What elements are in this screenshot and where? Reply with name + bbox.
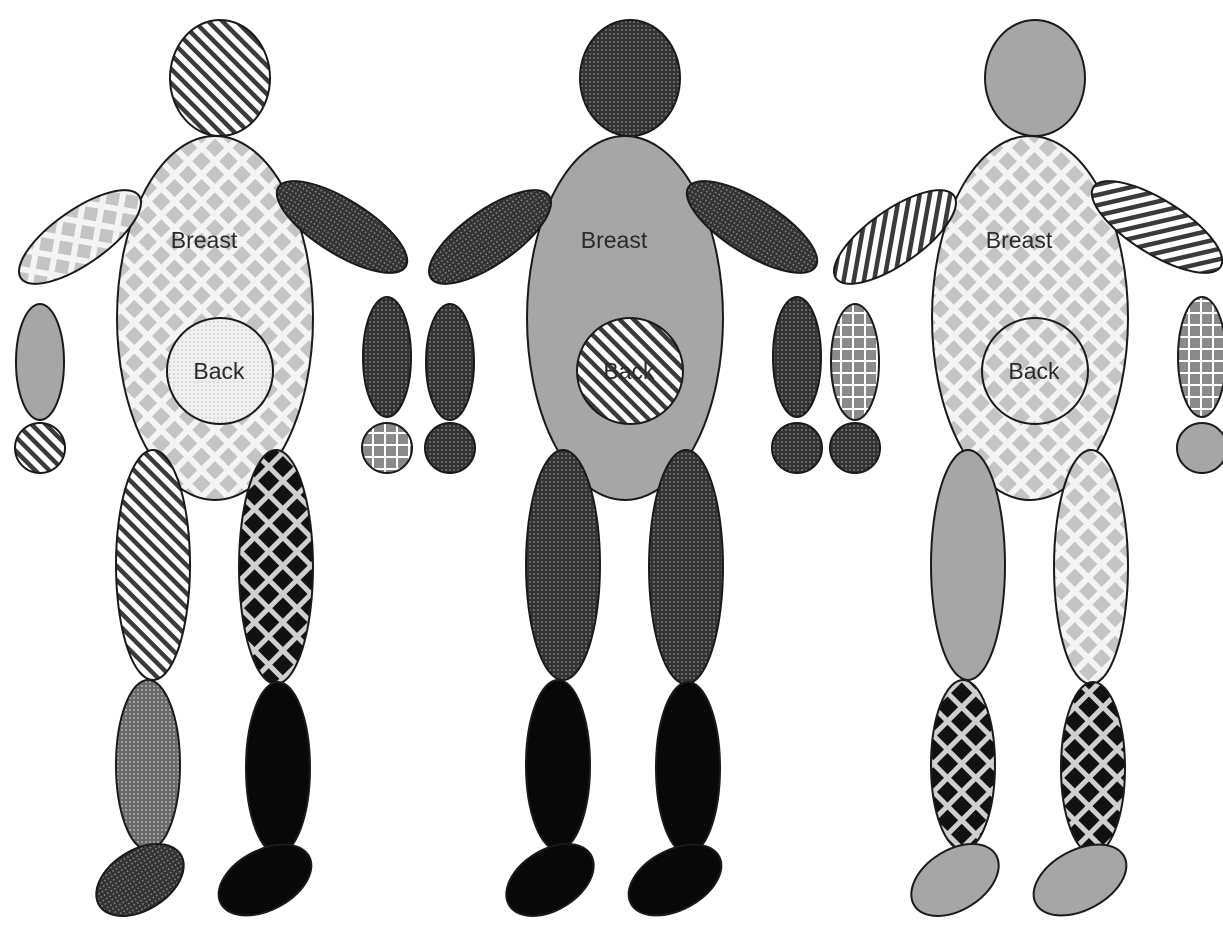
r-thigh-shape bbox=[931, 450, 1005, 680]
l-thigh-shape bbox=[649, 450, 723, 684]
l-thigh-shape bbox=[1054, 450, 1128, 684]
head-shape bbox=[170, 20, 270, 136]
l-thigh-shape bbox=[239, 450, 313, 684]
back-label: Back bbox=[193, 358, 245, 384]
l-shin-shape bbox=[656, 682, 720, 854]
back-label: Back bbox=[1008, 358, 1060, 384]
head-shape bbox=[985, 20, 1085, 136]
breast-label: Breast bbox=[581, 227, 648, 253]
r-forearm-shape bbox=[831, 304, 879, 420]
r-shin-shape bbox=[116, 680, 180, 850]
l-shin-shape bbox=[246, 682, 310, 854]
l-hand-shape bbox=[772, 423, 822, 473]
l-hand-shape bbox=[1177, 423, 1223, 473]
r-thigh-shape bbox=[116, 450, 190, 680]
r-hand-shape bbox=[830, 423, 880, 473]
back-label: Back bbox=[603, 358, 655, 384]
breast-label: Breast bbox=[986, 227, 1053, 253]
r-hand-shape bbox=[15, 423, 65, 473]
l-hand-shape bbox=[362, 423, 412, 473]
l-forearm-shape bbox=[773, 297, 821, 417]
l-forearm-shape bbox=[1178, 297, 1223, 417]
breast-label: Breast bbox=[171, 227, 238, 253]
r-thigh-shape bbox=[526, 450, 600, 680]
l-forearm-shape bbox=[363, 297, 411, 417]
head-shape bbox=[580, 20, 680, 136]
r-shin-shape bbox=[931, 680, 995, 850]
l-shin-shape bbox=[1061, 682, 1125, 854]
r-hand-shape bbox=[425, 423, 475, 473]
r-forearm-shape bbox=[16, 304, 64, 420]
r-shin-shape bbox=[526, 680, 590, 850]
r-forearm-shape bbox=[426, 304, 474, 420]
